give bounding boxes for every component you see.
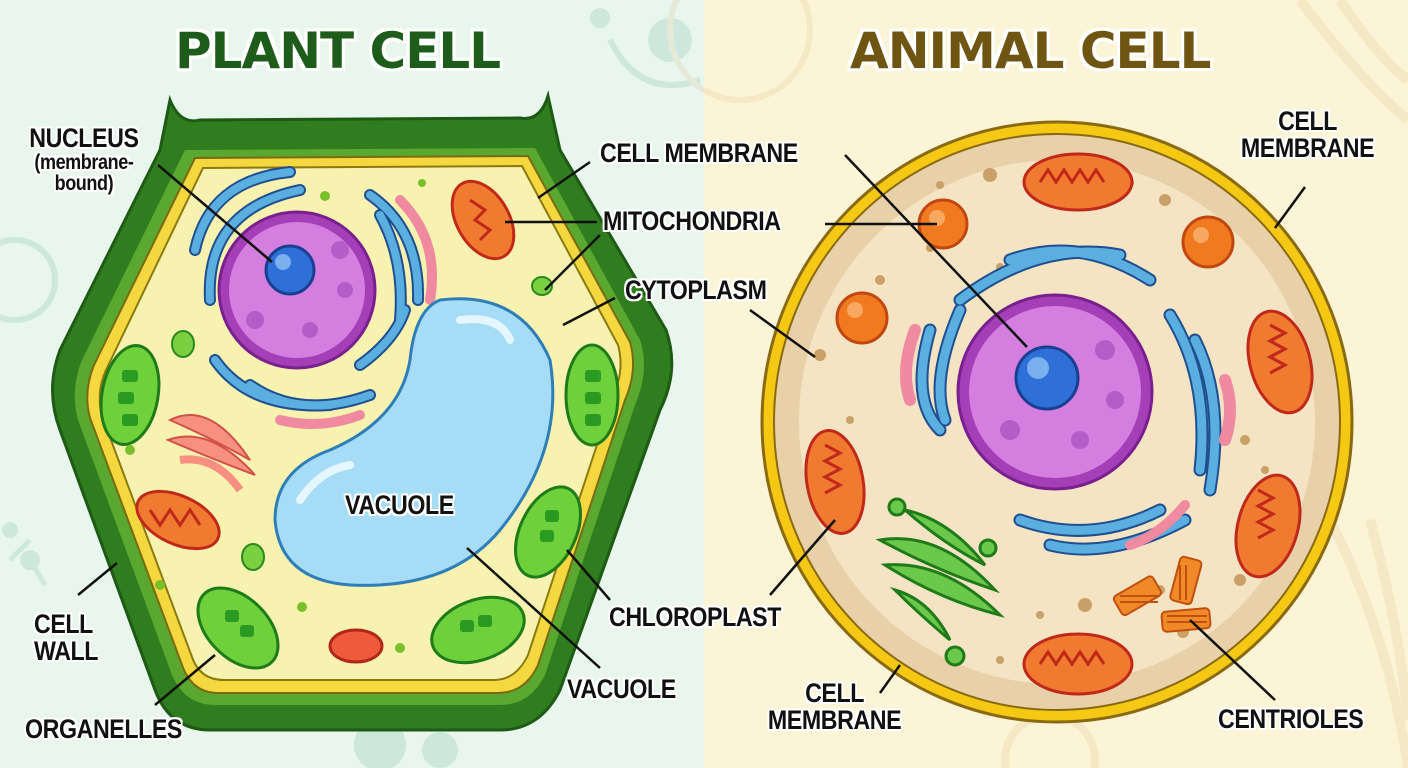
animal-cell [760, 120, 1354, 724]
label-nucleus: NUCLEUS (membrane- bound) [28, 123, 140, 195]
plant-vacuole [273, 297, 555, 587]
label-chloroplast: CHLOROPLAST [609, 602, 781, 632]
label-animal-cell-membrane-bottom: CELL MEMBRANE [755, 680, 914, 734]
animal-mitochondria [804, 152, 1314, 696]
label-vacuole-inside: VACUOLE [345, 490, 454, 520]
label-mitochondria: MITOCHONDRIA [603, 206, 781, 236]
label-nucleus-sub-2: bound) [54, 172, 114, 195]
animal-centrioles [1112, 555, 1212, 633]
animal-lysosomes [835, 198, 1235, 345]
label-vacuole: VACUOLE [567, 674, 676, 704]
label-animal-membrane-bottom-line-1: CELL [805, 678, 865, 708]
animal-nucleus [956, 293, 1154, 491]
label-animal-cell-membrane-top: CELL MEMBRANE [1228, 108, 1387, 162]
label-animal-membrane-bottom-line-2: MEMBRANE [767, 705, 902, 735]
label-cell-wall: CELL WALL [34, 611, 98, 665]
label-animal-membrane-top-line-1: CELL [1278, 106, 1338, 136]
plant-cell [51, 90, 674, 732]
label-cell-wall-line-1: CELL [34, 609, 93, 639]
label-organelles: ORGANELLES [25, 714, 182, 744]
label-nucleus-text: NUCLEUS [29, 123, 139, 153]
label-cell-membrane: CELL MEMBRANE [600, 138, 798, 168]
label-centrioles: CENTRIOLES [1218, 704, 1364, 734]
plant-nucleus [217, 210, 377, 370]
plant-mitochondria [135, 179, 516, 664]
plant-cell-title: PLANT CELL [175, 22, 501, 80]
animal-cell-title: ANIMAL CELL [850, 22, 1211, 80]
label-cytoplasm: CYTOPLASM [625, 275, 767, 305]
label-nucleus-sub-1: (membrane- [34, 151, 134, 174]
label-animal-membrane-top-line-2: MEMBRANE [1240, 133, 1375, 163]
leader-lines [77, 154, 1307, 706]
animal-golgi [875, 497, 1005, 667]
plant-golgi [165, 414, 256, 493]
label-cell-wall-line-2: WALL [34, 636, 99, 666]
plant-chloroplasts [99, 343, 620, 670]
